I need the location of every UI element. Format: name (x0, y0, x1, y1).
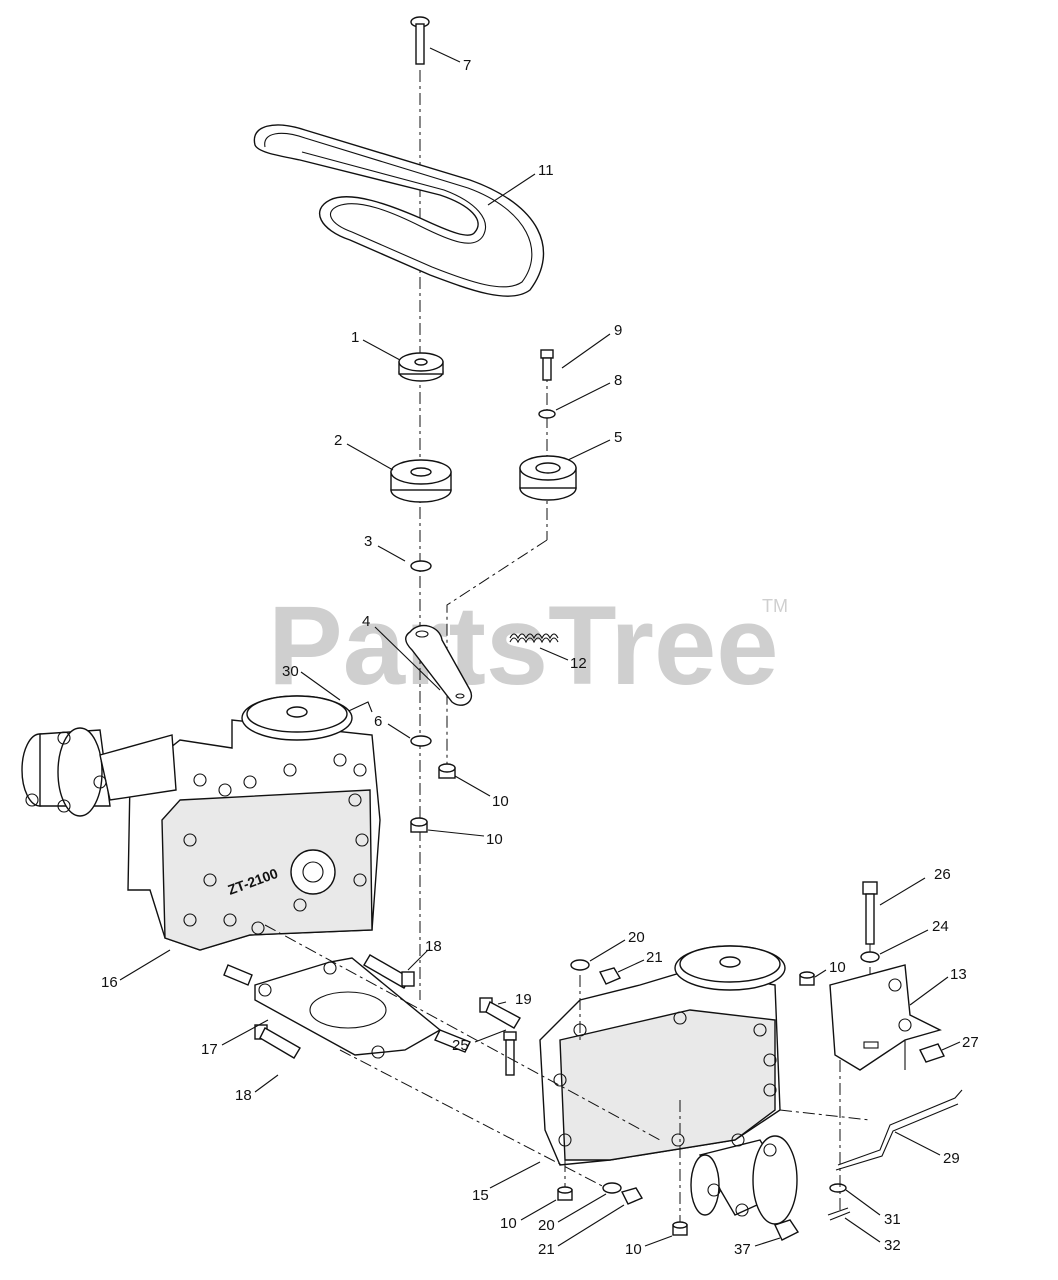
bolt-18-lower (254, 1024, 301, 1059)
callout-7: 7 (463, 57, 471, 74)
callout-6: 6 (374, 713, 382, 730)
callout-26: 26 (934, 866, 951, 883)
callout-17: 17 (201, 1041, 218, 1058)
callout-18-upper: 18 (425, 938, 442, 955)
bolt-18-upper (363, 954, 415, 989)
nut-21-upper (598, 967, 622, 985)
callout-21-upper: 21 (646, 949, 663, 966)
belt-11 (253, 124, 545, 297)
callout-3: 3 (364, 533, 372, 550)
rod-29 (837, 1089, 963, 1166)
cotter-pin-32 (827, 1207, 851, 1221)
washer-3 (410, 560, 432, 572)
nut-10-bottom-left (557, 1186, 573, 1201)
callout-27: 27 (962, 1034, 979, 1051)
transmission-15 (539, 945, 786, 1166)
callout-30: 30 (282, 663, 299, 680)
callout-37: 37 (734, 1241, 751, 1258)
callout-10-bottom-right: 10 (625, 1241, 642, 1258)
callout-16: 16 (101, 974, 118, 991)
callout-13: 13 (950, 966, 967, 983)
bolt-25 (503, 1031, 517, 1076)
washer-6 (410, 735, 432, 747)
pulley-2 (390, 459, 452, 503)
nut-10-lower (410, 817, 428, 833)
nut-21-lower (620, 1187, 644, 1205)
nut-10-upper (438, 763, 456, 779)
bolt-26 (862, 881, 878, 945)
callout-24: 24 (932, 918, 949, 935)
transmission-16: ZT-2100 (127, 695, 381, 951)
callout-11: 11 (538, 162, 554, 179)
callout-8: 8 (614, 372, 622, 389)
washer-20-lower (602, 1182, 622, 1194)
wheel-motor-right (690, 1133, 798, 1225)
callout-32: 32 (884, 1237, 901, 1254)
nut-10-right (799, 971, 815, 986)
washer-24 (860, 951, 880, 963)
callout-10-lower: 10 (486, 831, 503, 848)
callout-20-lower: 20 (538, 1217, 555, 1234)
callout-10-right: 10 (829, 959, 846, 976)
callout-21-lower: 21 (538, 1241, 555, 1258)
idler-arm-4 (405, 624, 473, 706)
nut-37 (774, 1219, 800, 1241)
bolt-9 (540, 349, 554, 381)
callout-1: 1 (351, 329, 359, 346)
nut-10-bottom-right (672, 1221, 688, 1236)
pin-7 (410, 16, 430, 65)
callout-18-lower: 18 (235, 1087, 252, 1104)
callout-20-upper: 20 (628, 929, 645, 946)
callout-2: 2 (334, 432, 342, 449)
callout-19: 19 (515, 991, 532, 1008)
bolt-27 (919, 1043, 945, 1063)
callout-31: 31 (884, 1211, 901, 1228)
callout-5: 5 (614, 429, 622, 446)
leader-lines (119, 47, 961, 1247)
idler-pulley-5 (519, 455, 577, 501)
washer-31 (829, 1183, 847, 1193)
mount-bracket-17 (223, 957, 471, 1059)
wheel-motor-left (21, 727, 177, 817)
bolt-19 (479, 997, 521, 1029)
callout-10-bottom-left: 10 (500, 1215, 517, 1232)
pulley-1 (398, 352, 444, 382)
watermark-trademark: TM (762, 596, 788, 616)
callout-4: 4 (362, 613, 370, 630)
callout-9: 9 (614, 322, 622, 339)
spring-12 (509, 633, 559, 644)
callout-12: 12 (570, 655, 587, 672)
bracket-13 (829, 964, 942, 1071)
callout-29: 29 (943, 1150, 960, 1167)
callout-10-upper: 10 (492, 793, 509, 810)
idler-link-axis (446, 539, 548, 770)
watermark: PartsTree (268, 583, 779, 708)
washer-8 (538, 409, 556, 419)
washer-20-upper (570, 959, 590, 971)
callout-15: 15 (472, 1187, 489, 1204)
callout-25: 25 (452, 1037, 469, 1054)
